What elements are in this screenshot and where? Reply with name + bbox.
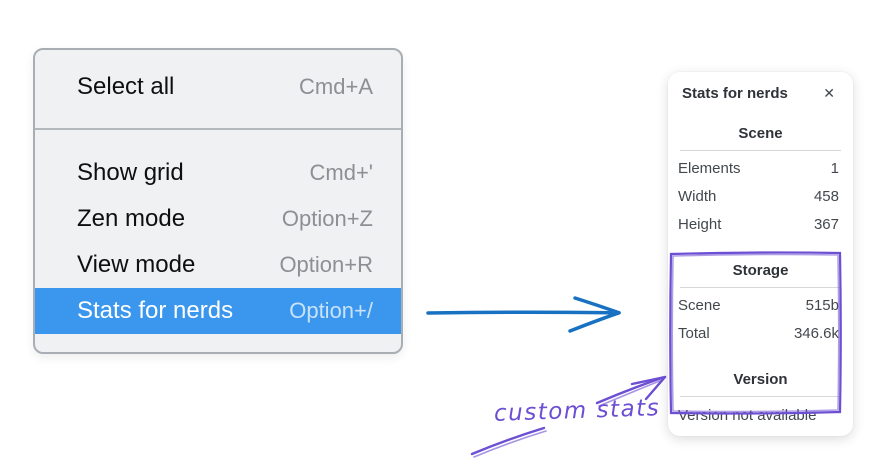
stat-row: Elements 1 bbox=[668, 155, 853, 183]
stat-row: Height 367 bbox=[668, 211, 853, 239]
section-heading-storage: Storage bbox=[732, 262, 789, 279]
stat-row: Scene 515b bbox=[668, 292, 853, 320]
menu-item-shortcut: Cmd+A bbox=[299, 74, 373, 99]
close-button[interactable]: ✕ bbox=[821, 84, 837, 102]
menu-item-label: Zen mode bbox=[77, 205, 186, 232]
stat-label: Scene bbox=[678, 297, 721, 314]
menu-item-label: Stats for nerds bbox=[77, 297, 234, 324]
section-divider bbox=[680, 396, 841, 397]
custom-stats-arrow bbox=[470, 375, 667, 458]
menu-item-shortcut: Cmd+' bbox=[309, 160, 374, 185]
stat-label: Total bbox=[678, 325, 710, 342]
stats-panel-header: Stats for nerds ✕ bbox=[668, 84, 853, 102]
close-icon: ✕ bbox=[823, 85, 835, 101]
menu-item-show-grid[interactable]: Show grid Cmd+' bbox=[35, 150, 401, 196]
menu-item-label: Select all bbox=[77, 73, 175, 100]
menu-item-stats-for-nerds[interactable]: Stats for nerds Option+/ bbox=[35, 288, 401, 334]
stat-value: 458 bbox=[813, 188, 839, 205]
stat-value: 346.6k bbox=[793, 325, 839, 342]
section-heading-scene: Scene bbox=[738, 125, 783, 142]
section-divider bbox=[680, 150, 841, 151]
stat-note: Version not available bbox=[678, 407, 817, 424]
stat-value: 515b bbox=[805, 297, 839, 314]
stat-label: Elements bbox=[678, 160, 741, 177]
stat-label: Width bbox=[678, 188, 717, 205]
stats-panel-title: Stats for nerds bbox=[682, 84, 788, 102]
section-heading-version: Version bbox=[733, 371, 788, 388]
menu-item-shortcut: Option+R bbox=[279, 252, 373, 277]
menu-item-view-mode[interactable]: View mode Option+R bbox=[35, 242, 401, 288]
menu-item-shortcut: Option+Z bbox=[281, 206, 373, 231]
menu-item-label: Show grid bbox=[77, 159, 184, 186]
stat-value: 367 bbox=[813, 216, 839, 233]
stat-row: Width 458 bbox=[668, 183, 853, 211]
section-divider bbox=[680, 287, 841, 288]
menu-item-shortcut: Option+/ bbox=[289, 298, 373, 323]
stat-row: Total 346.6k bbox=[668, 320, 853, 348]
menu-item-select-all[interactable]: Select all Cmd+A bbox=[35, 64, 401, 110]
stat-value: 1 bbox=[830, 160, 839, 177]
custom-stats-label: custom stats bbox=[493, 395, 661, 427]
menu-item-zen-mode[interactable]: Zen mode Option+Z bbox=[35, 196, 401, 242]
menu-to-panel-arrow bbox=[426, 296, 621, 333]
menu-separator bbox=[35, 128, 401, 130]
menu-item-label: View mode bbox=[77, 251, 196, 278]
stat-label: Height bbox=[678, 216, 722, 233]
